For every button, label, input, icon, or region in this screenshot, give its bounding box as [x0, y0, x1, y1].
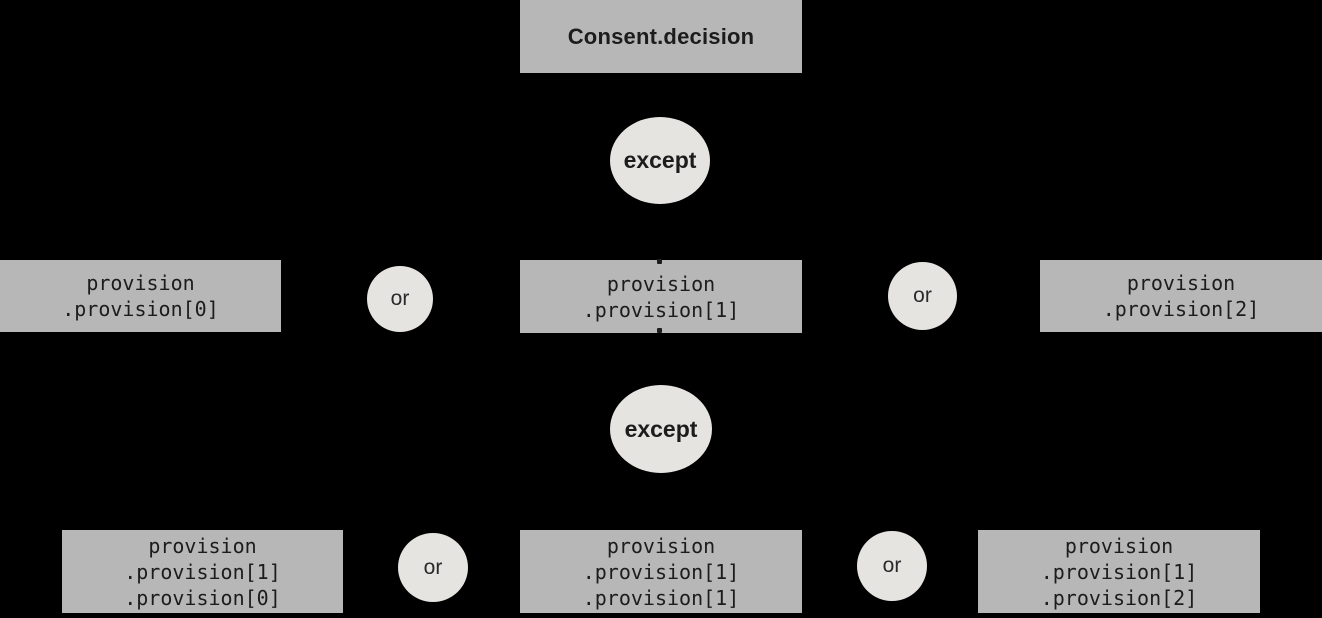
node-provision-2-line-2: .provision[2] — [1102, 297, 1260, 321]
node-provision-1-1-line-3: .provision[1] — [582, 585, 740, 610]
connector-endpoint-dot-bottom — [657, 328, 662, 333]
node-consent-decision-label: Consent.decision — [567, 23, 755, 49]
node-except-bottom: except — [610, 385, 712, 473]
node-provision-1-2: provision .provision[1] .provision[2] — [978, 530, 1260, 613]
node-or-level2-right-label: or — [882, 554, 902, 577]
node-or-level2-left: or — [398, 533, 468, 602]
node-provision-0: provision .provision[0] — [0, 260, 281, 332]
node-or-level2-left-label: or — [423, 555, 443, 579]
node-provision-1-0: provision .provision[1] .provision[0] — [62, 530, 343, 613]
node-provision-2: provision .provision[2] — [1040, 260, 1322, 332]
connector-endpoint-dot-top — [657, 259, 662, 264]
node-except-top: except — [610, 117, 710, 204]
node-or-level1-right-label: or — [913, 284, 932, 307]
node-provision-1-2-line-3: .provision[2] — [1040, 585, 1198, 610]
node-provision-2-line-1: provision — [1126, 271, 1236, 295]
node-provision-0-line-2: .provision[0] — [62, 297, 219, 321]
node-or-level1-left-label: or — [390, 287, 410, 310]
node-provision-1-0-line-3: .provision[0] — [124, 585, 281, 610]
node-or-level2-right: or — [857, 531, 927, 601]
node-provision-1-0-line-2: .provision[1] — [124, 559, 281, 584]
node-except-bottom-label: except — [624, 415, 698, 442]
node-except-top-label: except — [623, 147, 697, 173]
node-provision-1-2-line-1: provision — [1064, 533, 1174, 558]
node-provision-1-0-line-1: provision — [148, 533, 257, 558]
node-consent-decision: Consent.decision — [520, 0, 802, 73]
node-provision-1: provision .provision[1] — [520, 260, 802, 333]
node-or-level1-left: or — [367, 266, 433, 332]
node-provision-1-line-2: .provision[1] — [582, 297, 740, 322]
node-provision-1-line-1: provision — [606, 271, 716, 296]
node-or-level1-right: or — [888, 262, 957, 330]
node-provision-1-1-line-2: .provision[1] — [582, 559, 740, 584]
node-provision-0-line-1: provision — [86, 271, 195, 295]
node-provision-1-1-line-1: provision — [606, 533, 716, 558]
node-provision-1-1: provision .provision[1] .provision[1] — [520, 530, 802, 613]
node-provision-1-2-line-2: .provision[1] — [1040, 559, 1198, 584]
